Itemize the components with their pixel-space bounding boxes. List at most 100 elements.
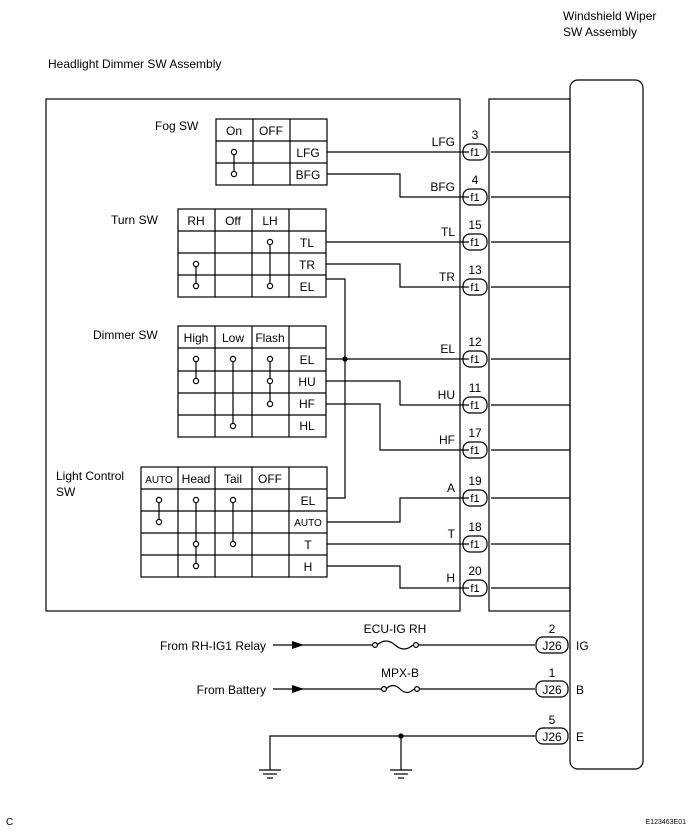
wire-label-tl: TL <box>441 225 455 239</box>
connector-f1-4 <box>462 188 488 206</box>
dimmer-high-contact <box>192 355 200 385</box>
connector-f1-20 <box>462 579 488 597</box>
conn-f1-4: f1 <box>470 192 479 204</box>
conn-j26-5: J26 <box>542 730 562 744</box>
wiper-assembly-box <box>569 79 644 770</box>
terminal-ig: IG <box>576 639 589 653</box>
pin-11: 11 <box>469 381 482 395</box>
conn-f1-19: f1 <box>470 493 479 505</box>
dimmer-row-hf: HF <box>299 397 315 411</box>
connector-f1-19 <box>462 489 488 507</box>
dimmer-header-high: High <box>184 331 209 345</box>
turn-header-rh: RH <box>187 214 204 228</box>
dimmer-low-contact <box>229 355 237 430</box>
light-header-auto: AUTO <box>145 475 173 486</box>
light-header-off: OFF <box>258 472 282 486</box>
conn-f1-18: f1 <box>470 539 479 551</box>
wire-label-a: A <box>447 481 455 495</box>
ground-icon-left <box>259 769 281 779</box>
conn-j26-1: J26 <box>542 683 562 697</box>
pin-20: 20 <box>468 564 482 578</box>
turn-sw-label: Turn SW <box>111 213 159 227</box>
conn-f1-15: f1 <box>470 237 479 249</box>
connector-f1-18 <box>462 535 488 553</box>
conn-f1-12: f1 <box>470 354 479 366</box>
fuse-label-ecu-ig-rh: ECU-IG RH <box>364 622 427 636</box>
connector-f1-12 <box>462 350 488 368</box>
wiper-title-line1: Windshield Wiper <box>563 9 656 23</box>
turn-lh-contact <box>266 238 274 290</box>
dimmer-header-low: Low <box>222 331 244 345</box>
turn-rh-contact <box>192 260 200 290</box>
ground-icon-right <box>390 769 412 779</box>
conn-f1-11: f1 <box>470 400 479 412</box>
source-battery: From Battery <box>197 683 266 697</box>
fog-row-lfg: LFG <box>296 146 319 160</box>
wire-label-tr: TR <box>439 270 455 284</box>
connector-f1-13 <box>462 278 488 296</box>
dimmer-row-el: EL <box>300 353 315 367</box>
conn-f1-20: f1 <box>470 583 479 595</box>
wiper-connector-column <box>488 98 571 612</box>
connector-f1-17 <box>462 441 488 459</box>
dimmer-flash-contact <box>266 355 274 408</box>
pin-12: 12 <box>468 335 482 349</box>
light-header-head: Head <box>182 472 211 486</box>
ecu-ig-rh-fuse-icon <box>372 640 420 650</box>
connector-j26-2 <box>535 636 569 654</box>
turn-row-tr: TR <box>299 258 315 272</box>
dimmer-row-hu: HU <box>298 375 315 389</box>
fog-sw-label: Fog SW <box>155 119 199 133</box>
ig-arrow-icon <box>292 641 304 649</box>
dimmer-header-flash: Flash <box>255 331 284 345</box>
source-rh-ig1-relay: From RH-IG1 Relay <box>160 639 266 653</box>
wire-label-hu: HU <box>438 388 455 402</box>
b-arrow-icon <box>292 685 304 693</box>
conn-j26-2: J26 <box>542 639 562 653</box>
wire-label-h: H <box>446 571 455 585</box>
pin-2: 2 <box>549 622 556 636</box>
wire-label-el: EL <box>440 342 455 356</box>
pin-4: 4 <box>472 173 479 187</box>
pin-18: 18 <box>468 520 482 534</box>
pin-17: 17 <box>468 426 482 440</box>
light-sw-label-line2: SW <box>56 485 76 499</box>
fog-header-on: On <box>226 124 242 138</box>
ground-wire <box>269 735 535 770</box>
el-junction-dot <box>342 356 348 362</box>
fuse-label-mpx-b: MPX-B <box>381 666 419 680</box>
connector-f1-15 <box>462 233 488 251</box>
wire-label-t: T <box>448 527 456 541</box>
fog-row-bfg: BFG <box>296 168 321 182</box>
light-auto-contact <box>155 496 163 526</box>
dimmer-assembly-title: Headlight Dimmer SW Assembly <box>48 57 221 71</box>
light-header-tail: Tail <box>224 472 242 486</box>
wire-label-bfg: BFG <box>430 180 455 194</box>
dimmer-row-hl: HL <box>299 419 315 433</box>
terminal-b: B <box>576 683 584 697</box>
dimmer-sw-label: Dimmer SW <box>93 328 158 342</box>
light-row-t: T <box>304 538 312 552</box>
footer-figure-code: E123463E01 <box>646 819 687 826</box>
wiper-title-line2: SW Assembly <box>563 25 637 39</box>
turn-sw-table <box>177 208 327 298</box>
footer-left-code: C <box>6 817 13 828</box>
conn-f1-13: f1 <box>470 282 479 294</box>
pin-15: 15 <box>468 218 482 232</box>
wiring-lines <box>326 151 570 589</box>
terminal-e: E <box>576 730 584 744</box>
light-tail-contact <box>229 496 237 548</box>
conn-f1-17: f1 <box>470 445 479 457</box>
turn-row-el: EL <box>300 280 315 294</box>
pin-19: 19 <box>468 474 482 488</box>
mpx-b-fuse-icon <box>381 684 421 694</box>
connector-f1-3 <box>462 143 488 161</box>
turn-row-tl: TL <box>300 236 314 250</box>
pin-3: 3 <box>472 128 479 142</box>
dimmer-assembly-box <box>45 98 461 612</box>
light-row-el: EL <box>301 494 316 508</box>
light-row-h: H <box>304 560 313 574</box>
pin-1: 1 <box>549 666 556 680</box>
light-row-auto: AUTO <box>294 518 322 529</box>
